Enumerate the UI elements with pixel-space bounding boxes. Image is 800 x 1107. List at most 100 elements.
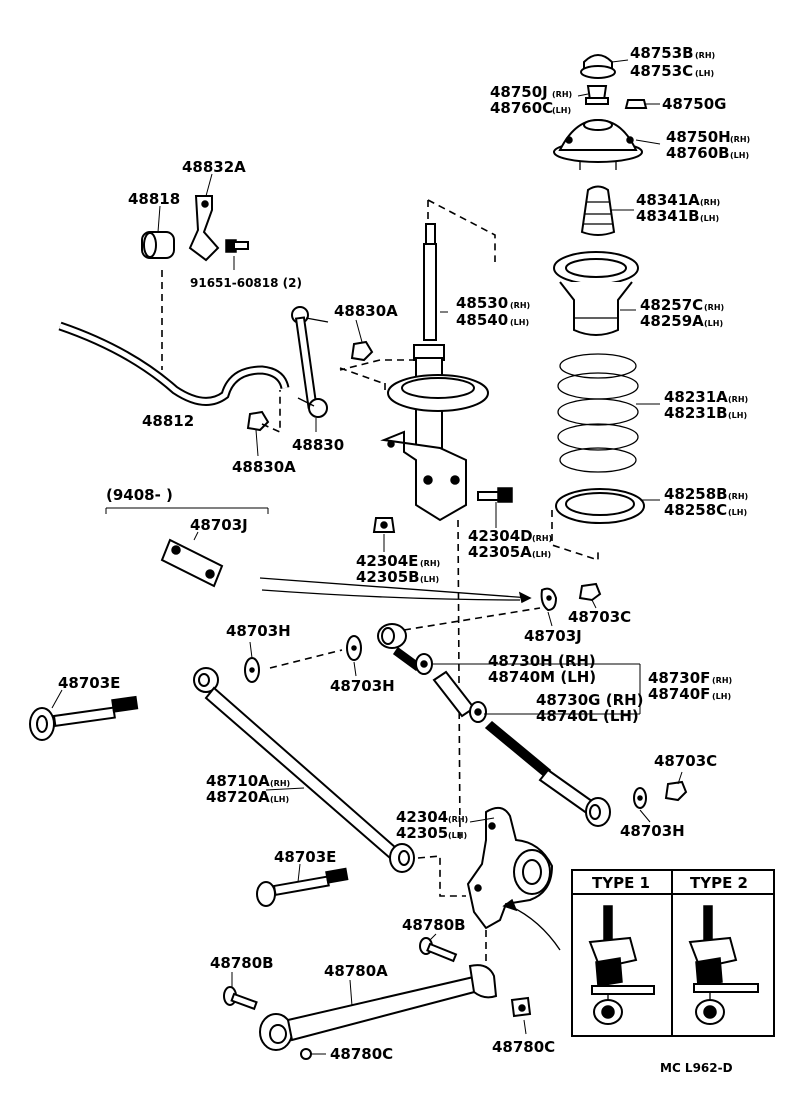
shock-bolt bbox=[477, 487, 513, 503]
type2-illustration bbox=[688, 905, 759, 1025]
label-48231b-side: (LH) bbox=[728, 411, 747, 420]
shock-nut bbox=[372, 517, 396, 533]
coil-spring bbox=[557, 353, 639, 473]
label-42304e: 42304E bbox=[356, 552, 418, 570]
label-48257c-side: (RH) bbox=[704, 303, 724, 312]
label-48740l: 48740L (LH) bbox=[536, 707, 639, 725]
label-48750j-side: (RH) bbox=[552, 90, 572, 99]
bushing-inner bbox=[377, 623, 422, 672]
label-48830a-bottom: 48830A bbox=[232, 458, 296, 476]
suspension-support bbox=[553, 118, 643, 170]
label-48703e-top: 48703E bbox=[58, 674, 120, 692]
part-labels: 48753B (RH) 48753C (LH) 48750J (RH) 4876… bbox=[58, 44, 750, 1075]
stabilizer-bar bbox=[58, 321, 290, 406]
bracket-bolt bbox=[225, 239, 249, 253]
washer-mid bbox=[346, 635, 362, 661]
label-48780c-left: 48780C bbox=[330, 1045, 393, 1063]
link-nut-lower bbox=[246, 410, 270, 432]
cam-nut-right bbox=[664, 780, 688, 802]
shock-absorber bbox=[380, 223, 489, 522]
label-48740f-side: (LH) bbox=[712, 692, 731, 701]
label-42305a-side: (LH) bbox=[532, 550, 551, 559]
rear-axle-carrier bbox=[466, 806, 554, 930]
label-42304d: 42304D bbox=[468, 527, 533, 545]
washer-right bbox=[633, 787, 647, 809]
label-48703h-left: 48703H bbox=[226, 622, 291, 640]
washer-left bbox=[244, 657, 260, 683]
label-48710a: 48710A bbox=[206, 772, 270, 790]
label-48832a: 48832A bbox=[182, 158, 246, 176]
label-48740m: 48740M (LH) bbox=[488, 668, 596, 686]
label-48703h-mid: 48703H bbox=[330, 677, 395, 695]
label-48231b: 48231B bbox=[664, 404, 728, 422]
label-48740f: 48740F bbox=[648, 685, 710, 703]
label-48341b: 48341B bbox=[636, 207, 700, 225]
collar-lower bbox=[469, 701, 487, 723]
lateral-link bbox=[193, 667, 415, 873]
spring-seat-insulator bbox=[555, 488, 645, 524]
label-48812: 48812 bbox=[142, 412, 194, 430]
label-48259a-side: (LH) bbox=[704, 319, 723, 328]
label-48780c-right: 48780C bbox=[492, 1038, 555, 1056]
label-48780a: 48780A bbox=[324, 962, 388, 980]
label-48760c-side: (LH) bbox=[552, 106, 571, 115]
label-9408-bracket: (9408- ) bbox=[106, 486, 173, 504]
label-48341a-side: (RH) bbox=[700, 198, 720, 207]
trailing-arm-nut-left bbox=[300, 1048, 312, 1060]
adjusting-rod bbox=[484, 720, 611, 827]
label-48780b-mid: 48780B bbox=[402, 916, 466, 934]
label-48703j-mid: 48703J bbox=[524, 627, 582, 645]
label-48760b-side: (LH) bbox=[730, 151, 749, 160]
label-48258b-side: (RH) bbox=[728, 492, 748, 501]
label-48753b-side: (RH) bbox=[695, 51, 715, 60]
label-48730f-side: (RH) bbox=[712, 676, 732, 685]
leader-lines bbox=[51, 59, 683, 1055]
label-91651: 91651-60818 (2) bbox=[190, 276, 302, 290]
label-48720a: 48720A bbox=[206, 788, 270, 806]
label-42304d-side: (RH) bbox=[532, 534, 552, 543]
label-48750j: 48750J bbox=[490, 83, 548, 101]
label-42304: 42304 bbox=[396, 808, 448, 826]
label-48760b: 48760B bbox=[666, 144, 730, 162]
flange-nut bbox=[624, 99, 648, 109]
label-48703c-right: 48703C bbox=[654, 752, 717, 770]
cam-bolt-lower bbox=[256, 867, 349, 907]
label-48730h: 48730H (RH) bbox=[488, 652, 596, 670]
label-48703c-top: 48703C bbox=[568, 608, 631, 626]
label-42304-side: (RH) bbox=[448, 815, 468, 824]
label-48753c-side: (LH) bbox=[695, 69, 714, 78]
label-type1: TYPE 1 bbox=[592, 874, 650, 892]
cam-bolt-left bbox=[29, 695, 139, 741]
cam-plate-right bbox=[540, 587, 558, 612]
label-42305b-side: (LH) bbox=[420, 575, 439, 584]
label-42304e-side: (RH) bbox=[420, 559, 440, 568]
label-48818: 48818 bbox=[128, 190, 180, 208]
label-48720a-side: (LH) bbox=[270, 795, 289, 804]
label-48753b: 48753B bbox=[630, 44, 694, 62]
trailing-arm-bolt bbox=[419, 937, 458, 963]
upper-support-cap bbox=[580, 54, 616, 79]
label-48760c: 48760C bbox=[490, 99, 553, 117]
label-48231a-side: (RH) bbox=[728, 395, 748, 404]
label-48780b-left: 48780B bbox=[210, 954, 274, 972]
label-type2: TYPE 2 bbox=[690, 874, 748, 892]
label-48750h: 48750H bbox=[666, 128, 731, 146]
trailing-arm-nut-right bbox=[510, 996, 532, 1018]
sleeve bbox=[432, 670, 476, 718]
label-48259a: 48259A bbox=[640, 312, 704, 330]
stabilizer-bushing bbox=[141, 231, 175, 259]
label-48753c: 48753C bbox=[630, 62, 693, 80]
label-48530: 48530 bbox=[456, 294, 508, 312]
type1-illustration bbox=[588, 905, 655, 1025]
label-42305: 42305 bbox=[396, 824, 448, 842]
bump-stopper bbox=[580, 185, 616, 236]
label-42305b: 42305B bbox=[356, 568, 420, 586]
label-48830a-top: 48830A bbox=[334, 302, 398, 320]
label-48258b: 48258B bbox=[664, 485, 728, 503]
label-48703e-bottom: 48703E bbox=[274, 848, 336, 866]
stabilizer-bracket bbox=[188, 195, 220, 262]
diagram-code: MC L962-D bbox=[660, 1061, 733, 1075]
support-nut bbox=[585, 85, 609, 105]
